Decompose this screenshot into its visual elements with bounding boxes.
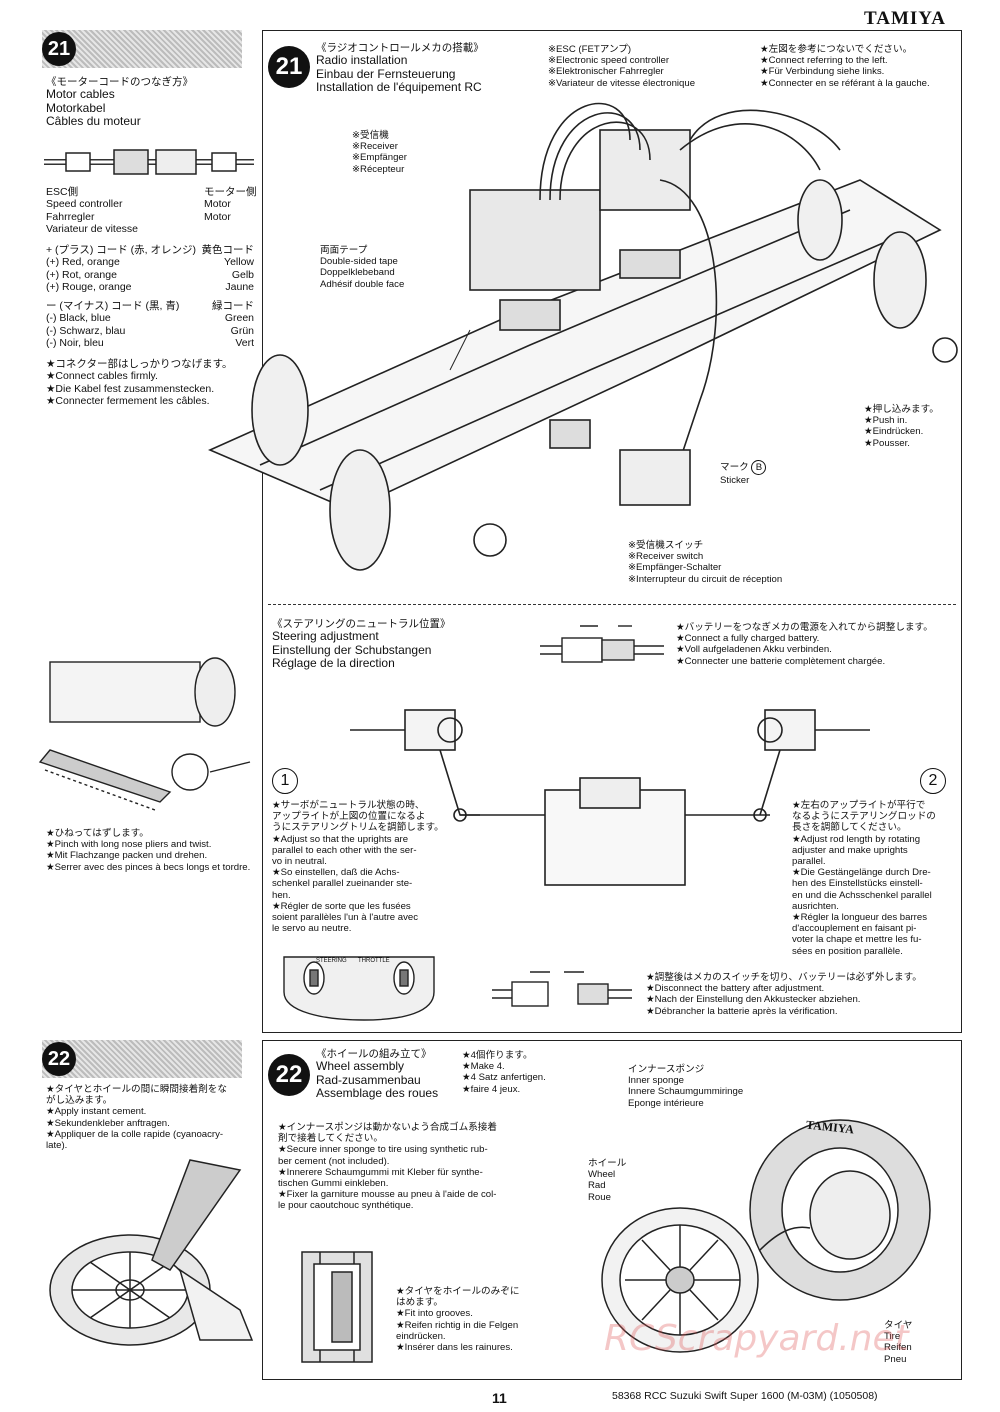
disconnect-battery-note: ★調整後はメカのスイッチを切り、バッテリーは必ず外します。 ★Disconnec… <box>646 972 922 1017</box>
transmitter-trim-diagram <box>283 956 435 1021</box>
battery-connect-note: ★バッテリーをつなぎメカの電源を入れてから調整します。 ★Connect a f… <box>676 622 933 667</box>
battery-disconnect-diagram <box>492 971 632 1007</box>
steering-linkage-illustration <box>350 709 870 886</box>
step22-panel <box>262 1040 962 1380</box>
step21-main-number: 21 <box>268 46 310 88</box>
step-circle-2: 2 <box>920 768 946 794</box>
rod-length-note: ★左右のアップライトが平行で なるようにステアリングロッドの 長さを調節してくだ… <box>792 800 936 957</box>
motor-cables-title: 《モーターコードのつなぎ方》 Motor cables Motorkabel C… <box>46 76 193 129</box>
inner-sponge-cement-note: ★インナースポンジは動かないよう合成ゴム系接着 剤で接着してください。 ★Sec… <box>278 1122 497 1212</box>
step-circle-1: 1 <box>272 768 298 794</box>
step22-side-number: 22 <box>42 1042 76 1076</box>
wheel-label: ホイール Wheel Rad Roue <box>588 1158 627 1203</box>
manual-reference: 58368 RCC Suzuki Swift Super 1600 (M-03M… <box>612 1390 878 1402</box>
steering-title: 《ステアリングのニュートラル位置》 Steering adjustment Ei… <box>272 618 451 671</box>
step21-panel <box>262 30 962 1033</box>
inner-sponge-label: インナースポンジ Inner sponge Innere Schaumgummi… <box>628 1064 744 1109</box>
brand-logo: TAMIYA <box>864 8 947 29</box>
battery-connector-diagram <box>540 625 664 663</box>
esc-side-label: ESC側 Speed controller Fahrregler Variate… <box>46 186 139 236</box>
pliers-illustration <box>38 657 251 811</box>
trim-label-throttle: THROTTLE <box>358 958 390 964</box>
esc-label: ※ESC (FETアンプ) ※Electronic speed controll… <box>548 44 696 89</box>
step22-main-number: 22 <box>268 1054 310 1096</box>
sticker-label: マーク B Sticker <box>720 460 767 486</box>
pliers-note: ★ひねってはずします。 ★Pinch with long nose pliers… <box>46 828 251 873</box>
tire-label: タイヤ Tire Reifen Pneu <box>884 1320 913 1365</box>
tire-cross-section <box>301 1251 373 1363</box>
section-divider <box>268 604 956 605</box>
receiver-switch-label: ※受信機スイッチ ※Receiver switch ※Empfänger-Sch… <box>628 540 783 585</box>
double-sided-tape-label: 両面テープ Double-sided tape Doppelklebeband … <box>320 245 405 290</box>
watermark: RCScrapyard.net <box>604 1318 909 1359</box>
step21-side-number: 21 <box>42 32 76 66</box>
sticker-letter: B <box>751 460 767 475</box>
connect-refer-note: ★左図を参考につないでください。 ★Connect referring to t… <box>760 44 930 89</box>
push-in-note: ★押し込みます。 ★Push in. ★Eindrücken. ★Pousser… <box>864 404 939 449</box>
wheel-tire-illustration <box>601 1119 931 1353</box>
make-four-note: ★4個作ります。 ★Make 4. ★4 Satz anfertigen. ★f… <box>462 1050 546 1095</box>
fit-into-grooves-note: ★タイヤをホイールのみぞに はめます。 ★Fit into grooves. ★… <box>396 1286 520 1354</box>
motor-side-label: モーター側 Motor Motor <box>204 186 257 223</box>
chassis-illustration <box>208 102 958 571</box>
instant-cement-note: ★タイヤとホイールの間に瞬間接着剤をな がし込みます。 ★Apply insta… <box>46 1084 227 1152</box>
trim-label-steering: STEERING <box>316 958 347 964</box>
steering-neutral-note: ★サーボがニュートラル状態の時、 アップライトが上図の位置になるよ うにステアリ… <box>272 800 444 935</box>
radio-installation-title: 《ラジオコントロールメカの搭載》 Radio installation Einb… <box>316 42 484 95</box>
wheel-assembly-title: 《ホイールの組み立て》 Wheel assembly Rad-zusammenb… <box>316 1048 439 1101</box>
motor-cable-diagram <box>44 149 254 175</box>
connect-firmly-note: ★コネクター部はしっかりつなげます。 ★Connect cables firml… <box>46 358 233 408</box>
plus-cable-table: + (プラス) コード (赤, オレンジ)黄色コード (+) Red, oran… <box>46 244 254 294</box>
glue-wheel-illustration <box>49 1159 254 1346</box>
receiver-label: ※受信機 ※Receiver ※Empfänger ※Récepteur <box>352 130 407 175</box>
page-number: 11 <box>492 1390 507 1406</box>
